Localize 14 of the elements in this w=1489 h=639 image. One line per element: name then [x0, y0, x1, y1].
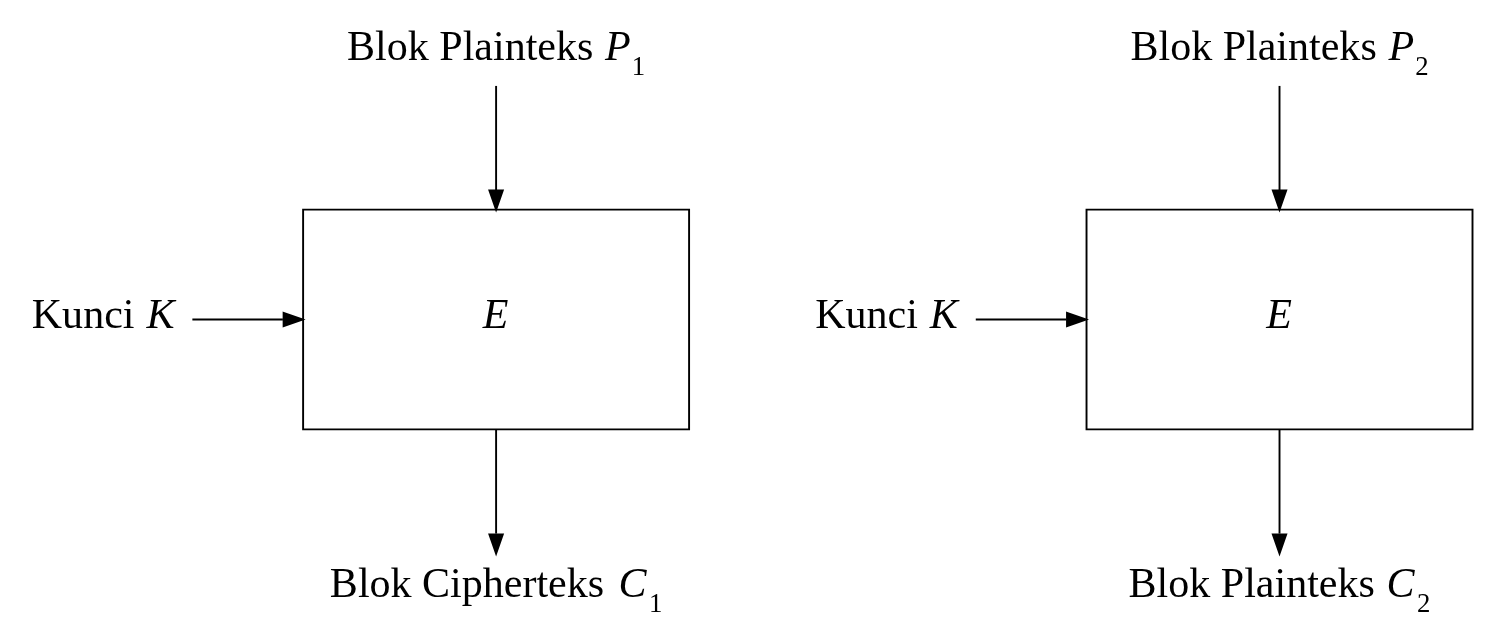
arrow: [488, 428, 505, 557]
node-box: E: [302, 208, 691, 431]
arrow: [488, 84, 505, 213]
node-text: Kunci K: [31, 291, 175, 338]
node-text: Blok Plainteks P$_{2}$: [1130, 22, 1429, 81]
node-text: Blok Plainteks C$_{2}$: [1128, 559, 1431, 618]
node-text: Blok Plainteks P$_{1}$: [347, 22, 646, 81]
node-text: Kunci K: [815, 291, 958, 338]
arrow: [974, 311, 1090, 328]
node-box: E: [1085, 208, 1474, 431]
arrow: [1271, 84, 1288, 213]
arrow: [1271, 428, 1288, 557]
node-text: Blok Cipherteks C$_{1}$: [329, 559, 663, 618]
arrow: [191, 311, 306, 328]
